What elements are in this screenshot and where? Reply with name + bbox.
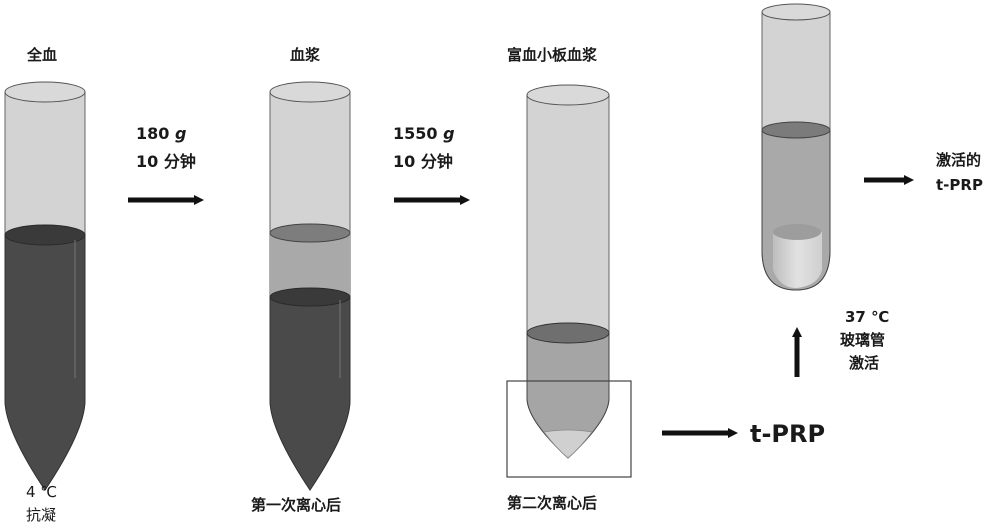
tube-prp: [526, 84, 610, 459]
label-after-second-spin: 第二次离心后: [507, 494, 598, 512]
step2-conditions: 1550 g 10 分钟: [393, 126, 455, 182]
label-plasma: 血浆: [290, 46, 321, 64]
label-t-prp: t-PRP: [750, 420, 826, 448]
step1-force: 180: [136, 124, 170, 143]
step2-unit: g: [443, 124, 455, 143]
label-activated: 激活的: [936, 151, 982, 169]
step1-unit: g: [174, 124, 187, 143]
label-anticoagulant: 抗凝: [26, 506, 57, 524]
label-temp-4c: 4 ℃: [26, 483, 58, 501]
label-prp: 富血小板血浆: [507, 46, 598, 64]
tube-activated: [761, 3, 831, 291]
tube-whole-blood: [4, 81, 86, 491]
label-whole-blood: 全血: [27, 46, 58, 64]
label-activated-t-prp: t-PRP: [936, 176, 983, 194]
step2-force: 1550: [393, 124, 438, 143]
step2-duration: 10 分钟: [393, 152, 453, 171]
step1-conditions: 180 g 10 分钟: [136, 126, 196, 182]
label-glass-tube: 玻璃管: [840, 331, 886, 349]
label-after-first-spin: 第一次离心后: [251, 496, 342, 514]
label-activation-temp: 37 ℃: [845, 308, 890, 326]
tube-plasma: [269, 81, 351, 491]
highlight-box: [506, 380, 632, 478]
label-activation: 激活: [849, 354, 880, 372]
step1-duration: 10 分钟: [136, 152, 196, 171]
